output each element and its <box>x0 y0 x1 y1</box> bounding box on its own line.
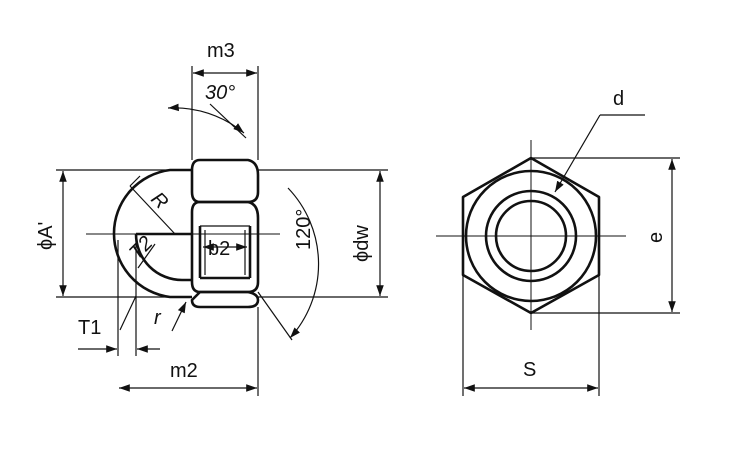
phi-A-label: ϕA' <box>35 222 57 250</box>
dome-inner-cavity <box>134 233 192 282</box>
R-label: R <box>146 188 172 214</box>
T1-label: T1 <box>78 317 101 339</box>
angle-120-label: 120° <box>293 209 315 250</box>
m2-label: m2 <box>170 360 198 382</box>
angle-30-label: 30° <box>205 82 235 104</box>
e-label: e <box>645 232 667 243</box>
r-leader <box>171 301 187 332</box>
m3-label: m3 <box>207 40 235 62</box>
front-view: d e S <box>436 88 680 396</box>
angle-120-arc <box>287 187 320 339</box>
r-label: r <box>154 307 162 329</box>
hex-body <box>190 158 260 309</box>
b2-label: b2 <box>208 238 230 260</box>
d-label: d <box>613 88 624 110</box>
S-label: S <box>523 359 536 381</box>
d-leader <box>554 114 601 193</box>
angle-30-arc <box>167 103 245 134</box>
side-view: m3 30° R T2 b2 120° ϕdw ϕA' r <box>35 40 388 396</box>
phi-dw-label: ϕdw <box>351 225 373 262</box>
R-leader <box>129 185 176 235</box>
